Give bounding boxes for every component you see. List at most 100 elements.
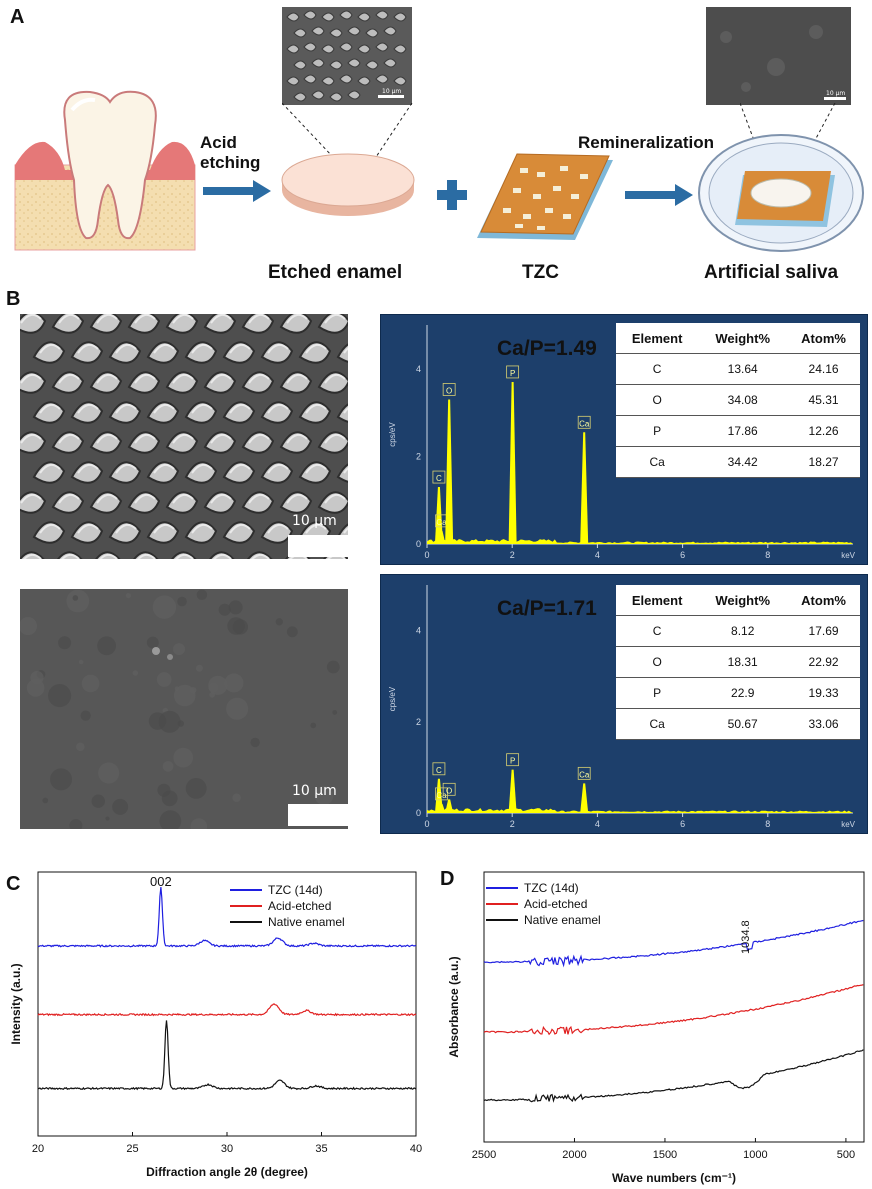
prism-highlight [134, 493, 156, 504]
table-row: O 34.08 45.31 [616, 384, 860, 416]
enamel-prism [222, 341, 256, 364]
enamel-prism [32, 461, 66, 484]
eds-peak-box [506, 365, 520, 379]
eds-peak-label: Ca [579, 419, 590, 428]
eds-peak [508, 769, 517, 813]
enamel-prism [146, 521, 180, 544]
enamel-prism [127, 371, 161, 394]
xrd-x-tick-label: 35 [315, 1143, 327, 1155]
prism-highlight [286, 373, 308, 384]
enamel-prism [241, 431, 275, 454]
prism-highlight [267, 463, 289, 474]
prism-highlight [77, 463, 99, 474]
eds-peak-label: Ca [579, 770, 590, 779]
eds-peak-label: P [510, 369, 515, 378]
prism-highlight [305, 343, 327, 354]
eds-y-unit: cps/eV [388, 686, 397, 711]
surface-speck [42, 797, 49, 804]
enamel-prism [203, 431, 237, 454]
label-tzc: TZC [522, 262, 559, 283]
xrd-series-line [37, 1003, 417, 1017]
enamel-prism [127, 491, 161, 514]
prism-highlight [77, 403, 99, 414]
eds-cell: O [616, 646, 699, 678]
surface-speck [218, 603, 231, 616]
eds-cell: 8.12 [698, 615, 788, 647]
step-acid-line1: Acid [200, 133, 237, 152]
prism-highlight [20, 493, 42, 504]
surface-speck [226, 697, 249, 720]
xrd-x-tick-label: 40 [410, 1143, 422, 1155]
eds-peak-label: P [510, 757, 515, 766]
prism-highlight [39, 403, 61, 414]
prism-highlight [96, 433, 118, 444]
eds-y-tick-label: 4 [416, 364, 421, 374]
surface-speck [146, 636, 159, 649]
surface-speck [190, 818, 208, 829]
sem-scale-text-bottom: 10 μm [292, 783, 337, 799]
eds-cell: 34.42 [698, 446, 788, 478]
xrd-plot-frame [37, 871, 417, 1137]
enamel-prism [51, 371, 85, 394]
surface-speck [195, 664, 203, 672]
prism-highlight [248, 373, 270, 384]
eds-x-tick-label: 0 [424, 550, 429, 560]
surface-speck [98, 762, 120, 784]
enamel-prism [184, 341, 218, 364]
surface-speck [78, 659, 84, 665]
ftir-series-line [483, 984, 864, 1036]
surface-speck [224, 673, 244, 693]
eds-x-tick-label: 4 [595, 819, 600, 829]
eds-cell: 45.31 [787, 384, 860, 416]
prism-highlight [191, 463, 213, 474]
eds-x-tick-label: 8 [765, 819, 770, 829]
eds-cell: Ca [616, 708, 699, 740]
eds-ratio-bottom: Ca/P=1.71 [497, 597, 597, 620]
surface-speck [159, 810, 182, 829]
eds-cell: 18.31 [698, 646, 788, 678]
enamel-prism [222, 461, 256, 484]
enamel-disc [281, 153, 415, 216]
surface-speck [177, 596, 187, 607]
surface-speck [158, 710, 181, 733]
enamel-prism [298, 401, 332, 424]
eds-peak-box [506, 753, 520, 767]
surface-speck [30, 670, 44, 685]
prism-highlight [286, 433, 308, 444]
scale-small-2: 10 μm [826, 90, 845, 97]
prism-highlight [115, 463, 137, 474]
enamel-prism [317, 314, 348, 334]
legend-label: Native enamel [268, 915, 345, 929]
prism-highlight [324, 433, 346, 444]
panel-b-letter: B [6, 288, 21, 310]
prism-highlight [22, 553, 42, 559]
surface-speck [26, 679, 45, 697]
surface-speck [58, 636, 72, 650]
prism-highlight [248, 493, 270, 504]
sem-scale-bar-bottom [288, 804, 348, 826]
label-etched-enamel: Etched enamel [268, 262, 403, 283]
xrd-x-tick-label: 25 [126, 1143, 138, 1155]
enamel-prism [70, 341, 104, 364]
eds-baseline [427, 808, 853, 813]
prism-highlight [286, 314, 308, 324]
scale-small-1: 10 μm [382, 88, 401, 95]
enamel-prism [146, 461, 180, 484]
enamel-prism [32, 521, 66, 544]
sem-scale-bar-top [288, 535, 348, 557]
enamel-prism [165, 314, 199, 334]
enamel-prism [146, 401, 180, 424]
enamel-prism [336, 343, 348, 363]
surface-speck [332, 710, 338, 715]
enamel-prism [336, 403, 348, 423]
eds-peak [445, 799, 454, 813]
eds-peak-box [442, 782, 456, 796]
ftir-x-tick-label: 1500 [653, 1149, 677, 1161]
eds-x-tick-label: 2 [510, 819, 515, 829]
eds-x-unit: keV [841, 820, 855, 829]
table-row: O 18.31 22.92 [616, 646, 860, 678]
eds-x-tick-label: 6 [680, 819, 685, 829]
eds-baseline [427, 539, 853, 544]
